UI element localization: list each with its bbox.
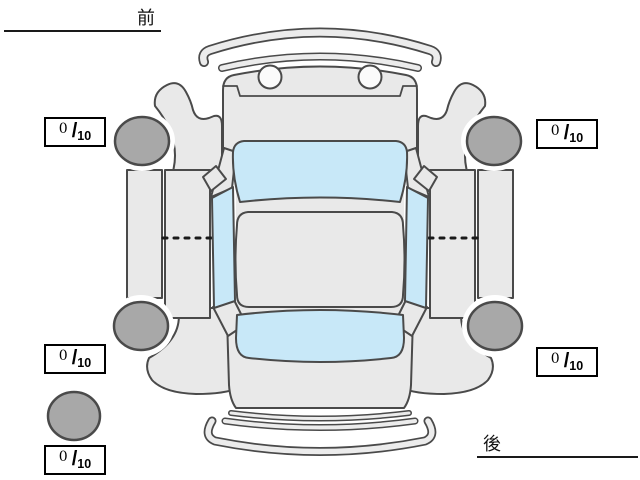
tread-rating-spare: 0 / 10 [44, 445, 106, 475]
tread-separator: / [563, 122, 570, 144]
tread-rating-rear-left: 0 / 10 [44, 344, 106, 374]
tread-max: 10 [77, 355, 92, 370]
trunk-lid-edge [221, 410, 419, 431]
tread-value: 0 [58, 348, 68, 364]
hood-seam-line [222, 85, 418, 97]
hood [222, 65, 418, 161]
door-panel-right-outer [477, 169, 514, 299]
side-mirror-right [413, 165, 438, 192]
tread-value: 0 [550, 123, 560, 139]
side-window-left [211, 186, 236, 309]
wheel-front-left [113, 115, 171, 167]
wheel-rear-left [112, 300, 170, 352]
side-window-right [404, 186, 429, 309]
tread-max: 10 [569, 358, 584, 373]
tread-rating-rear-right: 0 / 10 [536, 347, 598, 377]
spare-tire [46, 390, 102, 442]
door-panel-left-outer [126, 169, 163, 299]
side-mirror-left [202, 165, 227, 192]
tread-rating-front-left: 0 / 10 [44, 117, 106, 147]
headlight-left [257, 64, 283, 90]
tread-max: 10 [77, 456, 92, 471]
rear-label-text: 後 [483, 434, 501, 454]
rear-direction-label: 後 [477, 429, 638, 458]
tread-value: 0 [550, 351, 560, 367]
tread-max: 10 [77, 128, 92, 143]
headlight-right [357, 64, 383, 90]
door-panel-right-inner [429, 169, 476, 319]
door-panel-left-inner [164, 169, 211, 319]
front-direction-label: 前 [4, 3, 161, 32]
windshield [231, 140, 409, 203]
front-bumper [198, 27, 442, 67]
tread-rating-front-right: 0 / 10 [536, 119, 598, 149]
rear-window [235, 309, 405, 363]
fender-front-left [153, 82, 223, 184]
rear-bumper [203, 416, 437, 456]
tread-separator: / [71, 120, 78, 142]
tread-separator: / [71, 347, 78, 369]
tread-max: 10 [569, 130, 584, 145]
tread-value: 0 [58, 121, 68, 137]
tread-separator: / [71, 448, 78, 470]
tread-value: 0 [58, 449, 68, 465]
tread-separator: / [563, 350, 570, 372]
front-label-text: 前 [137, 8, 155, 28]
wheel-front-right [465, 115, 523, 167]
hood-front-edge [218, 52, 422, 72]
roof [234, 211, 406, 308]
wheel-rear-right [466, 300, 524, 352]
